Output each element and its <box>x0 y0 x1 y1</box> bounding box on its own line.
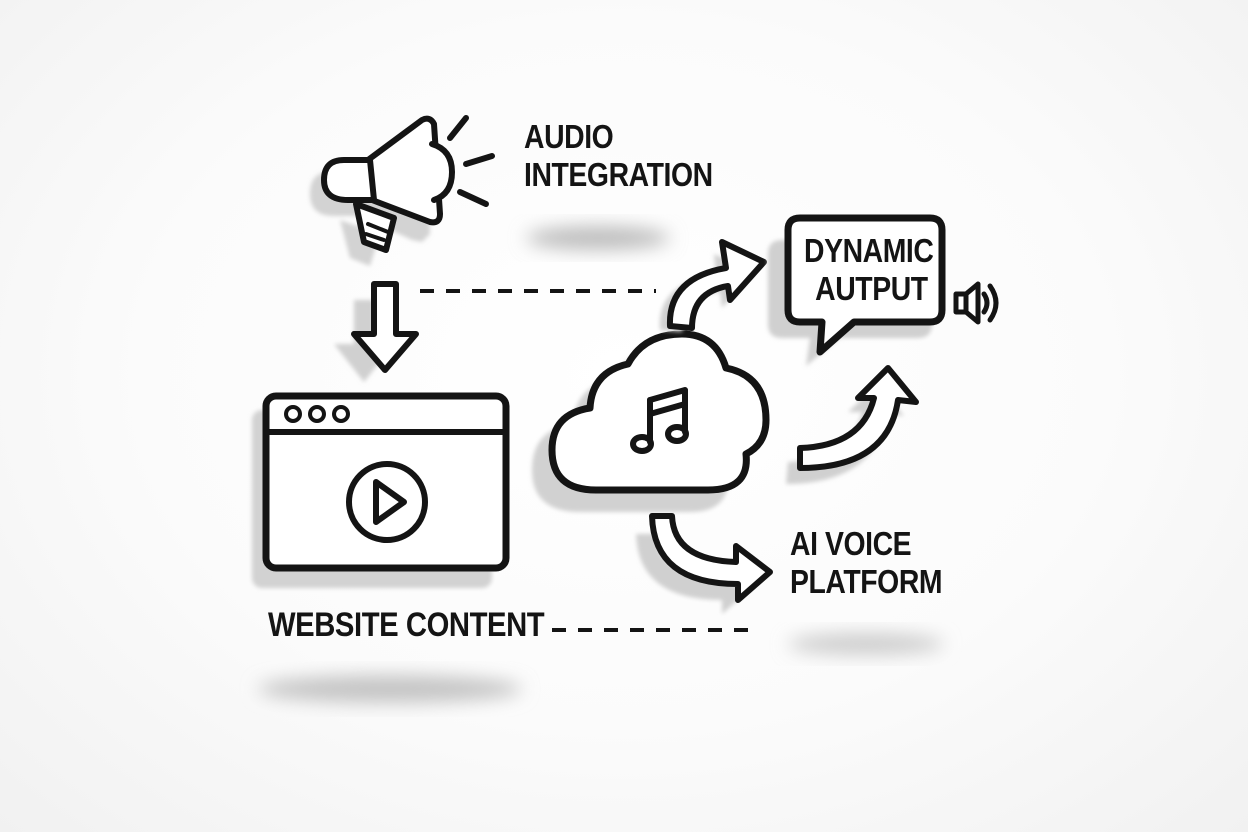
ai-voice-platform-label-line-1: AI VOICE <box>790 525 912 562</box>
megaphone-icon <box>310 115 495 266</box>
ai-voice-platform-label-line-2: PLATFORM <box>790 563 943 600</box>
floor-shadow-ai <box>788 633 944 655</box>
speaker-icon <box>953 281 999 325</box>
down-arrow-icon <box>334 281 419 382</box>
audio-integration-label: AUDIO INTEGRATION <box>524 118 713 194</box>
website-content-label: WEBSITE CONTENT <box>268 606 545 644</box>
dynamic-output-label-line-1: DYNAMIC <box>804 232 934 269</box>
music-note-icon <box>630 387 689 454</box>
ai-voice-platform-label: AI VOICE PLATFORM <box>790 525 943 601</box>
audio-integration-label-line-1: AUDIO <box>524 118 614 155</box>
floor-shadow-website <box>258 675 522 703</box>
floor-shadow-audio <box>526 226 670 250</box>
curved-arrow-from-cloud <box>786 365 919 484</box>
website-content-label-line-1: WEBSITE CONTENT <box>268 606 545 644</box>
curved-arrow-to-output <box>659 239 767 332</box>
dynamic-output-label: DYNAMIC AUTPUT <box>804 232 934 308</box>
music-cloud-icon <box>532 330 770 512</box>
curved-arrow-to-ai-voice <box>636 513 773 614</box>
speech-bubble-icon <box>768 214 946 366</box>
browser-play-icon <box>252 392 510 588</box>
audio-integration-label-line-2: INTEGRATION <box>524 156 713 193</box>
dynamic-output-label-line-2: AUTPUT <box>815 270 928 307</box>
